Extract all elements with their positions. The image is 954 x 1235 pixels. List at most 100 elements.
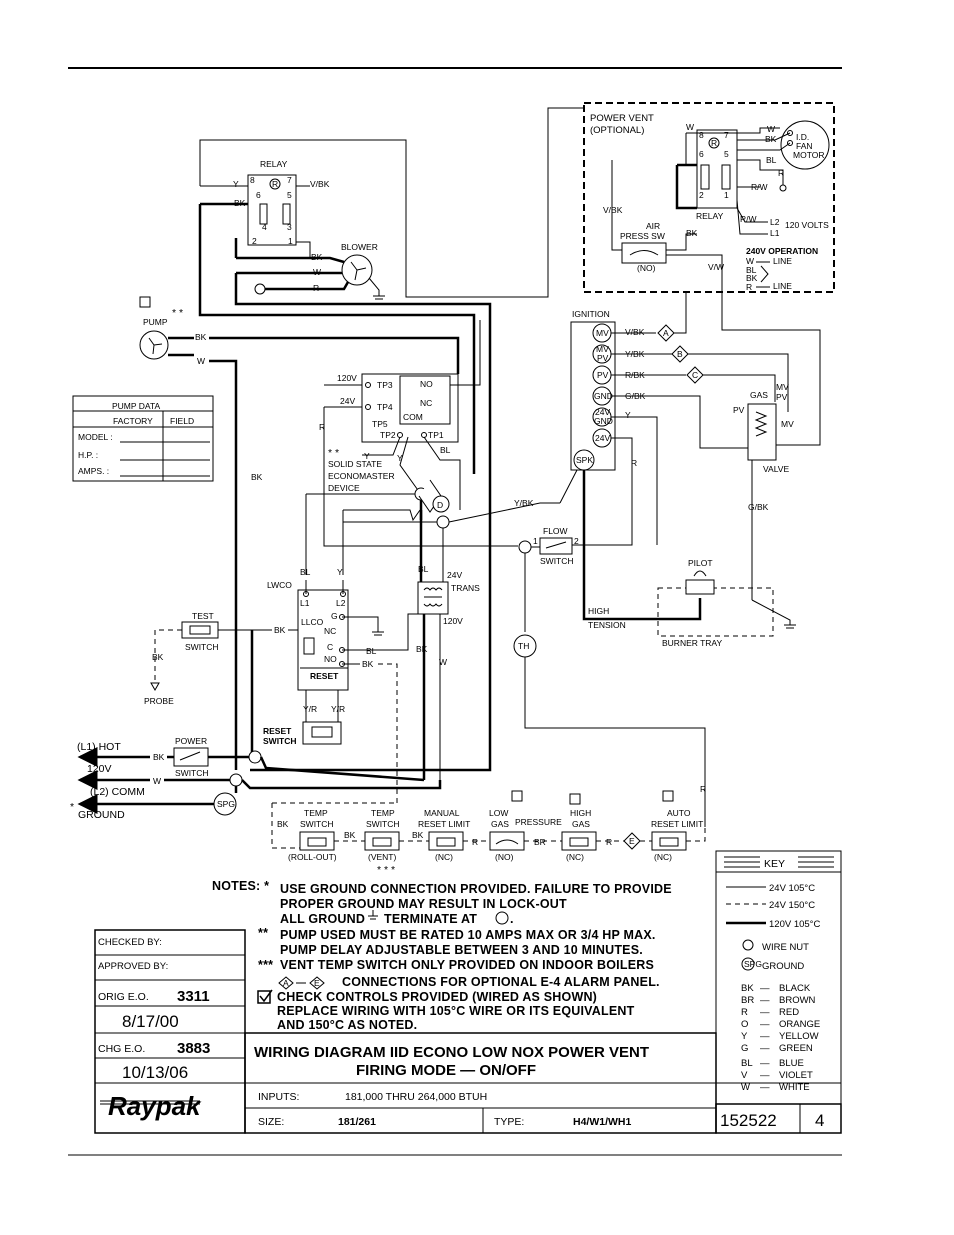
- pilot-burner: PILOT BURNER TRAY: [657, 558, 796, 648]
- key-legend: KEY 24V 105°C 24V 150°C 120V 105°C WIRE …: [715, 850, 842, 1105]
- svg-text:8: 8: [699, 130, 704, 140]
- test-switch: TEST SWITCH BK PROBE: [144, 611, 219, 706]
- svg-text:NC: NC: [324, 626, 336, 636]
- svg-text:120 VOLTS: 120 VOLTS: [785, 220, 829, 230]
- svg-text:TP1: TP1: [428, 430, 444, 440]
- svg-text:G/BK: G/BK: [625, 391, 646, 401]
- svg-text:MV: MV: [781, 419, 794, 429]
- svg-text:R: R: [319, 422, 325, 432]
- svg-text:—: —: [760, 1070, 770, 1081]
- svg-text:AND 150°C AS NOTED.: AND 150°C AS NOTED.: [277, 1018, 417, 1032]
- svg-text:(NO): (NO): [495, 852, 514, 862]
- svg-text:SPG: SPG: [744, 959, 762, 969]
- svg-text:24V: 24V: [595, 433, 610, 443]
- svg-text:CHECKED BY:: CHECKED BY:: [98, 937, 162, 948]
- svg-text:A: A: [663, 328, 669, 338]
- svg-text:SPG: SPG: [217, 799, 235, 809]
- svg-text:BK: BK: [251, 472, 263, 482]
- svg-text:ALL GROUND: ALL GROUND: [280, 912, 365, 926]
- svg-text:4: 4: [262, 222, 267, 232]
- svg-text:E: E: [314, 978, 320, 988]
- transformer: BL 24V TRANS 120V: [417, 564, 480, 626]
- relay: RELAY R 8 7 6 5 4 3 2 1: [247, 159, 297, 246]
- svg-text:FIELD: FIELD: [170, 416, 194, 426]
- svg-text:BK: BK: [344, 830, 356, 840]
- svg-text:BK: BK: [311, 252, 323, 262]
- svg-text:FACTORY: FACTORY: [113, 416, 153, 426]
- svg-text:BK: BK: [416, 644, 428, 654]
- svg-text:24V 150°C: 24V 150°C: [769, 900, 815, 911]
- svg-text:A: A: [283, 978, 289, 988]
- svg-text:—: —: [760, 1043, 770, 1054]
- svg-text:R: R: [606, 837, 612, 847]
- svg-text:V/BK: V/BK: [603, 205, 623, 215]
- svg-text:***: ***: [258, 958, 273, 972]
- svg-text:HIGH: HIGH: [588, 606, 609, 616]
- svg-text:BURNER TRAY: BURNER TRAY: [662, 638, 722, 648]
- svg-text:1: 1: [533, 536, 538, 546]
- svg-text:BK: BK: [741, 983, 754, 994]
- pump-data-table: PUMP DATA FACTORY FIELD MODEL : H.P. : A…: [72, 395, 214, 482]
- svg-text:W: W: [686, 122, 694, 132]
- svg-text:3883: 3883: [177, 1040, 210, 1057]
- svg-text:TP2: TP2: [380, 430, 396, 440]
- svg-text:W: W: [439, 657, 447, 667]
- svg-text:HIGH: HIGH: [570, 808, 591, 818]
- svg-text:LOW: LOW: [489, 808, 508, 818]
- safety-switch-string: TEMP SWITCH (ROLL-OUT) BK BK TEMP SWITCH…: [271, 790, 706, 876]
- svg-text:BK: BK: [412, 830, 424, 840]
- svg-text:V: V: [741, 1070, 748, 1081]
- svg-text:CHECK CONTROLS PROVIDED (WIRED: CHECK CONTROLS PROVIDED (WIRED AS SHOWN): [277, 990, 597, 1004]
- svg-text:—: —: [760, 1019, 770, 1030]
- svg-text:RELAY: RELAY: [260, 159, 288, 169]
- svg-text:E: E: [629, 836, 635, 846]
- svg-text:WHITE: WHITE: [779, 1082, 810, 1093]
- svg-text:MODEL :: MODEL :: [78, 432, 113, 442]
- svg-text:VIOLET: VIOLET: [779, 1070, 813, 1081]
- svg-text:TENSION: TENSION: [588, 620, 626, 630]
- svg-text:B: B: [677, 349, 683, 359]
- svg-text:G: G: [741, 1043, 748, 1054]
- svg-text:PUMP USED MUST BE RATED 10 AMP: PUMP USED MUST BE RATED 10 AMPS MAX OR 3…: [280, 928, 656, 942]
- svg-text:7: 7: [287, 175, 292, 185]
- svg-text:G/BK: G/BK: [748, 502, 769, 512]
- svg-text:SWITCH: SWITCH: [366, 819, 400, 829]
- svg-text:Y: Y: [625, 410, 631, 420]
- svg-text:BR: BR: [741, 995, 754, 1006]
- svg-text:POWER VENT: POWER VENT: [590, 113, 654, 124]
- svg-text:2: 2: [574, 536, 579, 546]
- svg-text:SOLID STATE: SOLID STATE: [328, 459, 382, 469]
- svg-text:RESET LIMIT: RESET LIMIT: [651, 819, 703, 829]
- svg-text:8: 8: [250, 175, 255, 185]
- svg-text:FLOW: FLOW: [543, 526, 568, 536]
- svg-text:24V 105°C: 24V 105°C: [769, 883, 815, 894]
- svg-text:R: R: [313, 283, 319, 293]
- svg-text:RESET: RESET: [310, 671, 339, 681]
- svg-text:TEST: TEST: [192, 611, 214, 621]
- svg-text:PV: PV: [597, 370, 609, 380]
- svg-text:* *: * *: [172, 307, 183, 319]
- svg-text:GROUND: GROUND: [78, 809, 125, 821]
- svg-text:—: —: [760, 1058, 770, 1069]
- svg-text:BLUE: BLUE: [779, 1058, 804, 1069]
- svg-text:NOTES: *: NOTES: *: [212, 879, 269, 893]
- svg-text:R/W: R/W: [740, 214, 757, 224]
- svg-text:R: R: [700, 784, 706, 794]
- svg-text:* * *: * * *: [377, 864, 395, 876]
- svg-text:REPLACE WIRING WITH 105°C WIRE: REPLACE WIRING WITH 105°C WIRE OR ITS EQ…: [277, 1004, 635, 1018]
- svg-text:AUTO: AUTO: [667, 808, 691, 818]
- svg-text:TEMP: TEMP: [304, 808, 328, 818]
- svg-text:POWER: POWER: [175, 736, 207, 746]
- svg-text:W: W: [313, 267, 321, 277]
- power-switch: POWER SWITCH (L1) HOT 120V (L2) COMM * G…: [70, 736, 209, 821]
- svg-text:Y/BK: Y/BK: [514, 498, 534, 508]
- gas-valve: GAS MV PV PV MV VALVE: [733, 382, 794, 474]
- svg-text:**: **: [258, 926, 268, 940]
- svg-text:PV: PV: [733, 405, 745, 415]
- svg-text:R: R: [778, 168, 784, 178]
- svg-text:LLCO: LLCO: [301, 617, 324, 627]
- svg-text:24V: 24V: [340, 396, 355, 406]
- svg-text:V/W: V/W: [708, 262, 724, 272]
- svg-text:PV: PV: [597, 353, 609, 363]
- svg-text:BK: BK: [686, 228, 698, 238]
